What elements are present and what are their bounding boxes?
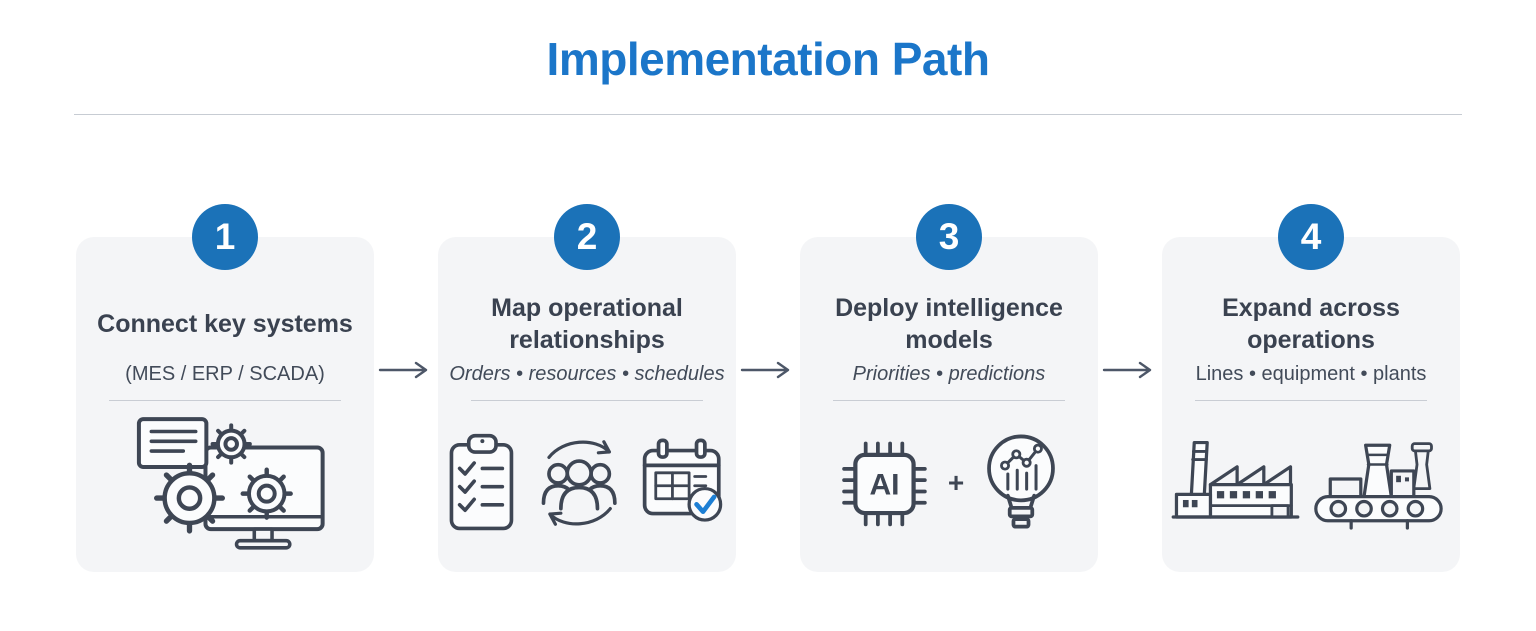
conveyor-plant-icon: [1314, 441, 1444, 530]
card-divider: [470, 400, 704, 401]
step-title: Deploy intelligence models: [835, 293, 1063, 355]
team-cycle-icon: [541, 439, 617, 526]
ai-chip-label: AI: [869, 468, 899, 501]
factory-icon: [1171, 440, 1300, 519]
step-card-2: 2 Map operational relationships Orders •…: [438, 204, 736, 572]
icon-row: [438, 401, 736, 572]
step-arrow-1: [374, 361, 438, 379]
right-arrow-icon: [1102, 361, 1152, 379]
card-divider: [1194, 400, 1428, 401]
clipboard-checklist-icon: [449, 433, 514, 530]
step-title: Expand across operations: [1222, 293, 1400, 355]
systems-gears-monitor-icon: [136, 416, 325, 550]
step-2-badge: 2: [554, 204, 620, 270]
step-card-3: 3 Deploy intelligence models Priorities …: [800, 204, 1098, 572]
icon-row: AI +: [800, 401, 1098, 572]
plus-sign: +: [947, 466, 965, 498]
gear-large-icon: [153, 462, 225, 534]
step-1-badge: 1: [192, 204, 258, 270]
right-arrow-icon: [740, 361, 790, 379]
icon-row: [1162, 401, 1460, 572]
calendar-check-icon: [642, 438, 723, 522]
page-title: Implementation Path: [546, 33, 990, 85]
implementation-path-diagram: Implementation Path 1 Connect key system…: [0, 32, 1536, 631]
step-subtitle: Orders • resources • schedules: [449, 363, 725, 385]
step-subtitle: (MES / ERP / SCADA): [125, 363, 325, 385]
gear-small-icon: [210, 422, 252, 465]
step-card-1: 1 Connect key systems (MES / ERP / SCADA…: [76, 204, 374, 572]
title-divider: [74, 114, 1462, 115]
right-arrow-icon: [378, 361, 428, 379]
card-divider: [108, 400, 342, 401]
step-4-badge: 4: [1278, 204, 1344, 270]
step-arrow-3: [1098, 361, 1162, 379]
step-subtitle: Priorities • predictions: [852, 363, 1046, 385]
card-divider: [832, 400, 1066, 401]
lightbulb-analytics-icon: [987, 434, 1056, 529]
steps-row: 1 Connect key systems (MES / ERP / SCADA…: [0, 204, 1536, 572]
step-card-4: 4 Expand across operations Lines • equip…: [1162, 204, 1460, 572]
gear-medium-icon: [240, 466, 293, 520]
step-3-badge: 3: [916, 204, 982, 270]
ai-chip-icon: AI: [842, 441, 927, 526]
step-title: Map operational relationships: [491, 293, 683, 355]
step-arrow-2: [736, 361, 800, 379]
chat-message-icon: [136, 416, 209, 469]
icon-row: [76, 401, 374, 572]
step-subtitle: Lines • equipment • plants: [1195, 363, 1427, 385]
step-title: Connect key systems: [97, 309, 353, 338]
